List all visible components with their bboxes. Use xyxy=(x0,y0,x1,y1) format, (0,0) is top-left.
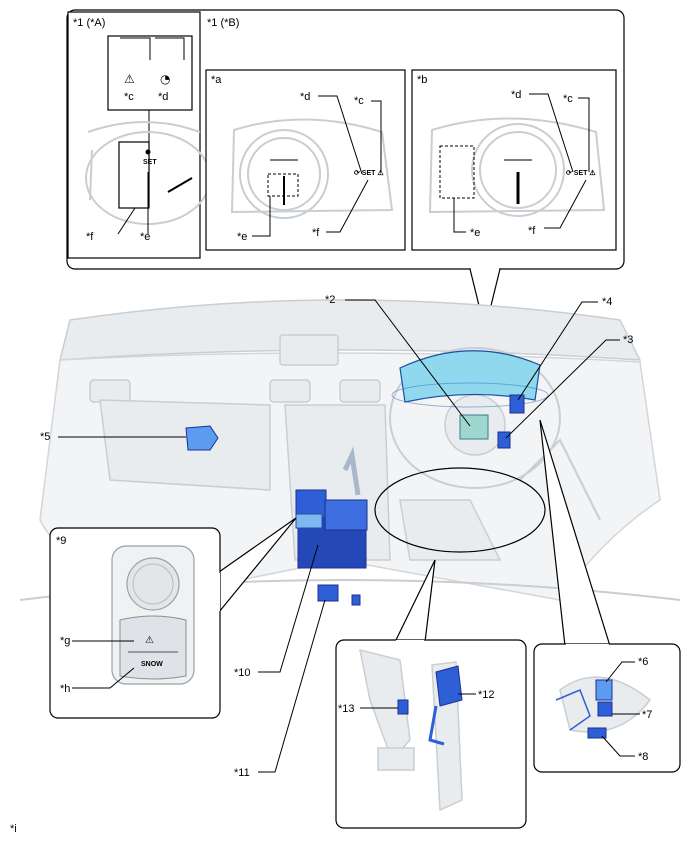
indicator-dot-a xyxy=(145,149,151,155)
part-8 xyxy=(587,727,607,739)
snow-text: SNOW xyxy=(141,661,163,668)
panel-9-snow-switch: *9 ⚠ SNOW *g *h xyxy=(49,517,297,719)
vent-center-left xyxy=(269,379,311,403)
label-1-b: *1 (*B) xyxy=(207,17,239,29)
part-6 xyxy=(595,679,613,701)
part-3 xyxy=(497,431,511,449)
label-i: *i xyxy=(10,823,17,835)
indicators-b-b: ⟳ SET ⚠ xyxy=(566,169,596,177)
panel-pedals: *12 *13 xyxy=(335,559,527,829)
panel-b-variant-b: *b ⟳ SET ⚠ *d *c *e *f xyxy=(411,69,617,251)
center-display xyxy=(279,334,339,366)
label-5: *5 xyxy=(40,431,50,443)
pedal-zoom-ellipse xyxy=(374,467,546,553)
vent-left xyxy=(89,379,131,403)
part-13 xyxy=(397,699,409,715)
part-7 xyxy=(597,701,613,717)
panel-b-a-frame xyxy=(205,69,406,251)
label-d-b-a: *d xyxy=(300,91,310,103)
indicators-b-a: ⟳ SET ⚠ xyxy=(354,169,384,177)
label-10: *10 xyxy=(234,667,251,679)
cluster-gauge-b-a xyxy=(239,129,329,219)
label-13: *13 xyxy=(338,703,355,715)
brake-pedal-pad xyxy=(377,747,415,771)
label-e-a: *e xyxy=(140,231,150,243)
label-9: *9 xyxy=(56,535,66,547)
part-11-connector xyxy=(351,594,361,606)
label-star-a: *a xyxy=(211,74,222,86)
label-f-a: *f xyxy=(86,231,94,243)
label-8: *8 xyxy=(638,751,648,763)
part-5 xyxy=(185,425,219,451)
label-1-a: *1 (*A) xyxy=(73,17,105,29)
panel-b-variant-a: *a ⟳ SET ⚠ *d *c *e *f xyxy=(205,69,406,251)
label-c-b-a: *c xyxy=(354,95,364,107)
main-callouts: *2 *4 *3 *5 *10 *11 *i xyxy=(10,294,633,835)
panel-steering-column: *6 *7 *8 xyxy=(533,419,681,773)
set-text-a: SET xyxy=(143,159,157,166)
panel-pedals-pointer xyxy=(394,559,436,643)
snow-mode-indicator-icon: ◔ xyxy=(160,72,170,86)
cluster-hood-b-a xyxy=(230,118,394,214)
part-10-assembly xyxy=(295,446,368,569)
label-g: *g xyxy=(60,635,70,647)
part-11 xyxy=(317,584,339,602)
panel-type-a: *1 (*A) ⚠ ◔ *c *d SET *f *e xyxy=(67,11,211,259)
panel-type-b: *1 (*B) *a ⟳ SET ⚠ *d *c *e *f *b xyxy=(205,17,617,251)
glove-box xyxy=(99,399,271,491)
label-7: *7 xyxy=(642,709,652,721)
slip-indicator-icon: ⚠ xyxy=(124,72,135,86)
label-4: *4 xyxy=(602,296,612,308)
label-12: *12 xyxy=(478,689,495,701)
label-star-b: *b xyxy=(417,74,427,86)
pedal-area xyxy=(399,499,502,561)
steering-wheel xyxy=(389,347,561,489)
label-e-b-a: *e xyxy=(237,231,247,243)
snow-indicator-icon: ⚠ xyxy=(145,635,154,646)
label-f-b-b: *f xyxy=(528,225,536,237)
snow-switch-button xyxy=(119,615,187,680)
panel-9-pointer xyxy=(218,517,297,613)
display-area-a xyxy=(118,141,150,209)
display-area-b-b xyxy=(439,145,475,199)
label-h: *h xyxy=(60,683,70,695)
combination-meter-part xyxy=(399,350,541,403)
part-4 xyxy=(509,394,525,414)
label-d-a: *d xyxy=(158,91,168,103)
label-d-b-b: *d xyxy=(511,89,521,101)
knob xyxy=(126,557,180,611)
cluster-gauge-b-b xyxy=(471,123,565,217)
label-2: *2 xyxy=(325,294,335,306)
cluster-hood-a xyxy=(87,121,201,133)
label-f-b-a: *f xyxy=(312,227,320,239)
part-9-switch xyxy=(295,513,323,529)
vent-center-right xyxy=(339,379,381,403)
label-11: *11 xyxy=(234,767,250,779)
label-c-b-b: *c xyxy=(563,93,573,105)
label-e-b-b: *e xyxy=(470,227,480,239)
panel-steering-pointer xyxy=(539,419,611,647)
part-12 xyxy=(435,665,463,707)
label-6: *6 xyxy=(638,656,648,668)
cluster-hood-b-b xyxy=(428,117,606,214)
label-c-a: *c xyxy=(124,91,134,103)
dashboard-top xyxy=(59,299,642,361)
label-3: *3 xyxy=(623,334,633,346)
